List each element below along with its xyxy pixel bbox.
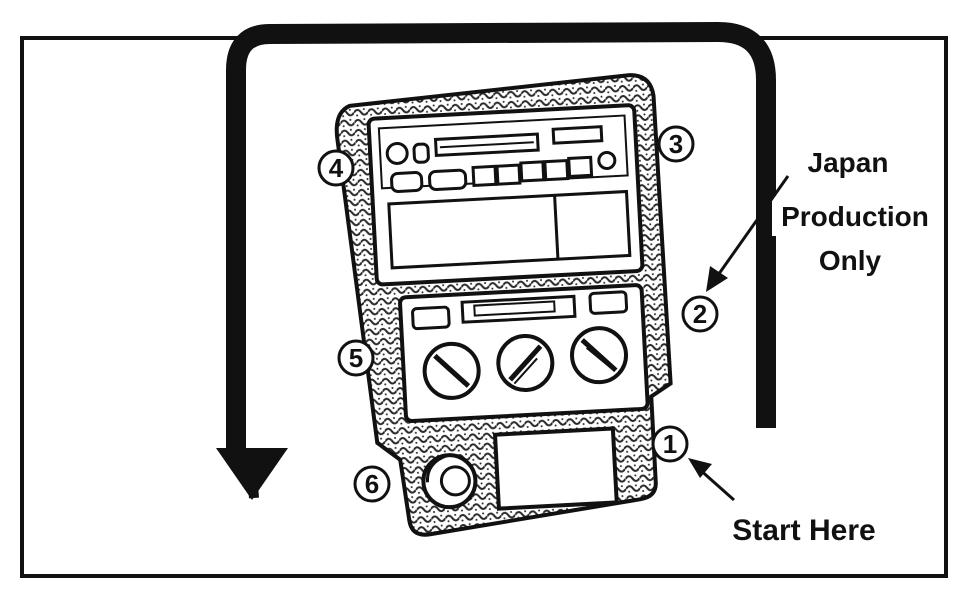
sequence-arrow-tail <box>247 469 259 499</box>
svg-text:6: 6 <box>365 469 379 499</box>
sequence-arrow-path <box>226 22 776 450</box>
japan-note-line-1: Japan <box>808 147 889 178</box>
step-marker-5: 5 <box>337 339 375 377</box>
lower-compartment <box>421 426 619 511</box>
svg-text:2: 2 <box>693 299 707 329</box>
japan-note-line-3: Only <box>819 245 882 276</box>
svg-text:3: 3 <box>669 129 683 159</box>
japan-production-note: Japan Production Only <box>772 147 942 276</box>
climate-control-unit <box>398 283 650 424</box>
temperature-dial-icon <box>422 341 481 400</box>
step-marker-2: 2 <box>681 295 719 333</box>
step-marker-1: 1 <box>651 425 689 463</box>
step-marker-3: 3 <box>657 125 695 163</box>
lighter-knob-icon <box>421 453 478 510</box>
audio-display <box>387 189 632 270</box>
step-marker-4: 4 <box>317 149 355 187</box>
japan-note-pointer <box>706 175 790 292</box>
console-panel <box>334 73 673 537</box>
fan-speed-dial-icon <box>496 334 555 393</box>
start-here-label: Start Here <box>732 514 875 547</box>
start-here-pointer <box>688 458 735 502</box>
japan-note-line-2: Production <box>781 201 929 232</box>
air-mode-dial-icon <box>570 326 629 385</box>
storage-pocket <box>492 426 619 511</box>
step-marker-6: 6 <box>353 465 391 503</box>
audio-unit <box>366 103 645 287</box>
svg-text:5: 5 <box>349 343 363 373</box>
audio-knob-icon <box>385 141 409 165</box>
svg-text:4: 4 <box>329 153 344 183</box>
svg-text:1: 1 <box>663 429 677 459</box>
